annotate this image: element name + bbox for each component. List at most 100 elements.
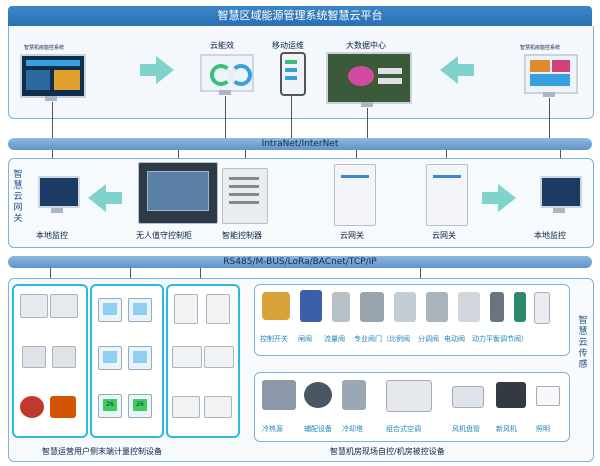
sensor-box-2 [206,294,230,324]
electric-valve-icon [426,292,448,322]
balance-valve-icon [458,292,480,322]
right-system-label: 智慧机房能控系统 [520,45,561,51]
valve-label-electric: 电动阀 [444,335,465,343]
gate-valve-icon [300,290,322,322]
connector [420,268,421,282]
platform-title: 智慧区域能源管理系统智慧云平台 [8,6,592,26]
connector [446,150,447,158]
arrow-left-mid [88,184,106,212]
connector [291,94,292,138]
connector [367,108,368,138]
equip-label-chiller: 冷热源 [262,425,283,433]
equip-label-fan-coil: 风机盘管 [452,425,480,433]
chiller-icon [262,380,296,410]
local-monitor-left-stand [51,208,63,213]
gateway-side-label: 智慧云网关 [13,170,23,224]
connector [549,98,550,138]
connector [50,268,51,282]
pump-icon [304,382,332,408]
local-monitor-right-stand [553,208,565,213]
pressure-sensor-icon [534,292,550,324]
valve-label-professional: 专业阀门（比例阀 [354,335,410,343]
proportional-valve-icon [360,292,384,322]
water-meter-2 [50,294,78,318]
internet-bus: IntraNet/InterNet [8,138,592,150]
connector [52,102,53,138]
connector [178,150,179,158]
connector [200,268,201,282]
mobile-ops-label: 移动运维 [272,41,304,50]
valve-label-switch: 控制开关 [260,335,288,343]
switch-valve-icon [262,292,290,320]
sensing-side-label: 智慧云传感 [578,316,588,370]
thermostat-5: 26 [98,394,122,418]
equip-label-fresh-air: 新风机 [496,425,517,433]
thermostat-6: 26 [128,394,152,418]
distribution-valve-icon [394,292,416,322]
temperature-probe-icon [514,292,526,322]
flow-meter-1 [22,346,46,368]
arrow-right-mid-shaft [482,192,498,204]
gateway-2-label: 云网关 [432,231,456,240]
lighting-icon [536,386,560,406]
right-system-stand [543,92,555,97]
big-data-label: 大数据中心 [346,41,386,50]
right-system-screen [524,54,578,94]
valve-label-flow: 流量阀 [324,335,345,343]
left-system-screen [20,54,86,98]
cloud-energy-screen [200,54,254,92]
connector [225,96,226,138]
connector [356,150,357,158]
connector [560,150,561,158]
valve-label-distribution: 分调阀 [418,335,439,343]
arrow-left-top-shaft [458,64,474,76]
equip-label-lighting: 照明 [536,425,550,433]
fan-coil-icon [452,386,484,408]
equip-label-cooling-tower: 冷却塔 [342,425,363,433]
local-monitor-right-label: 本地监控 [534,231,566,240]
water-meter-1 [20,294,48,318]
local-monitor-right-screen [540,176,582,208]
heat-meter-1 [20,396,44,418]
fresh-air-unit-icon [496,382,526,408]
cloud-energy-label: 云能效 [210,41,234,50]
gateway-2-box [426,164,468,226]
left-system-label: 智慧机房能控系统 [24,45,65,51]
control-module-1 [172,346,202,368]
thermostat-5-readout: 26 [106,401,114,408]
air-handler-icon [386,380,432,412]
left-caption: 智慧运营用户侧末端计量控制设备 [42,447,162,456]
thermostat-2 [128,298,152,322]
equip-label-auxiliary: 辅配设备 [304,425,332,433]
mobile-phone-icon [280,52,306,96]
arrow-right-top [156,56,174,84]
gateway-1-label: 云网关 [340,231,364,240]
cooling-tower-icon [342,380,366,410]
heat-meter-2 [50,396,76,418]
valve-label-gate: 闸阀 [298,335,312,343]
local-monitor-left-label: 本地监控 [36,231,68,240]
arrow-right-mid [498,184,516,212]
arrow-right-top-shaft [140,64,156,76]
control-module-3 [172,396,200,418]
big-data-screen [326,52,412,104]
connector [130,268,131,282]
thermostat-3 [98,346,122,370]
arrow-left-mid-shaft [106,192,122,204]
big-data-stand [361,102,373,107]
flow-valve-icon [332,292,350,322]
sensor-probe-icon [490,292,504,322]
smart-controller-label: 智能控制器 [222,231,262,240]
equip-label-air-handler: 组合式空调 [386,425,421,433]
thermostat-1 [98,298,122,322]
unattended-cabinet-label: 无人值守控制柜 [136,231,192,240]
right-caption: 智慧机房现场自控/机房被控设备 [330,447,445,456]
fieldbus: RS485/M-BUS/LoRa/BACnet/TCP/IP [8,256,592,268]
local-monitor-left-screen [38,176,80,208]
thermostat-4 [128,346,152,370]
gateway-1-box [334,164,376,226]
thermostat-6-readout: 26 [136,401,144,408]
control-module-4 [204,396,232,418]
cloud-energy-stand [219,90,231,95]
smart-controller-box [222,168,268,224]
